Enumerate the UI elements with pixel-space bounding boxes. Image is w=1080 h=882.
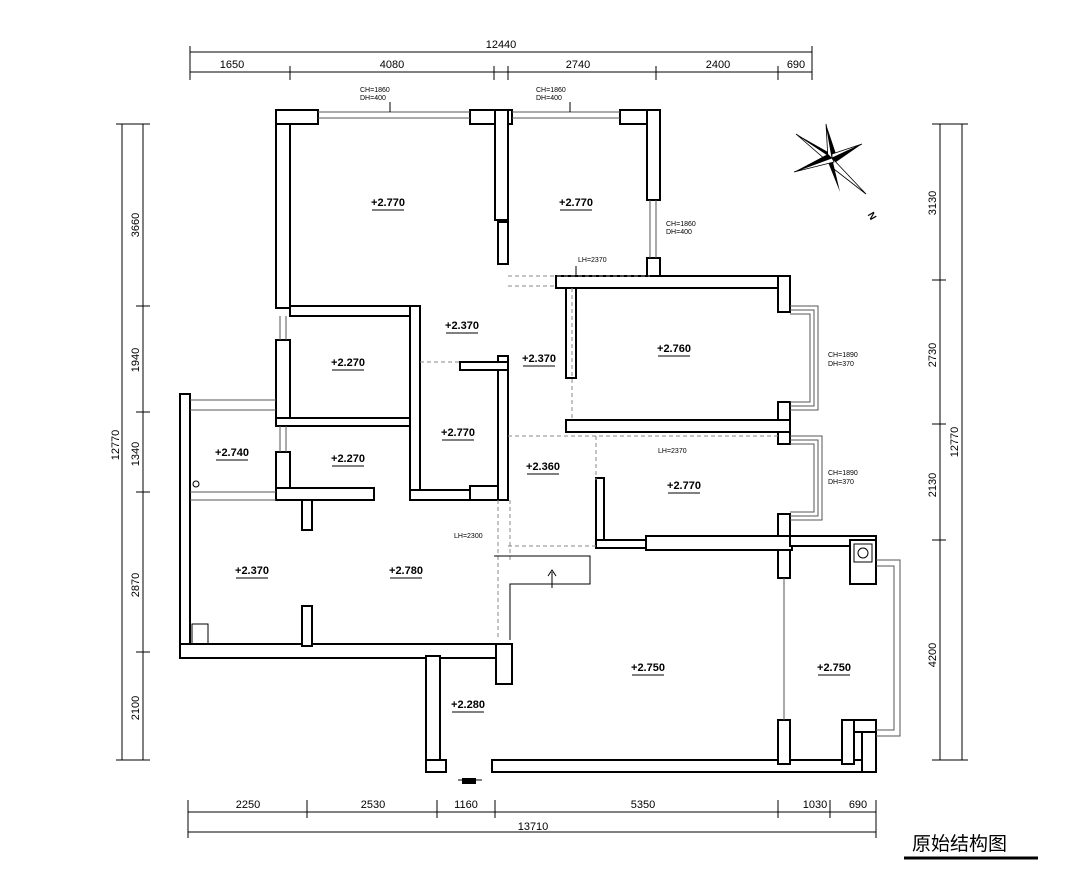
dim-left-2: 1940 [130,348,142,372]
dim-top-2: 4080 [380,59,404,71]
dim-left-5: 2100 [130,696,142,720]
dim-left-total: 12770 [110,430,122,461]
note-bay2-dh: DH=370 [828,479,854,486]
level-kitchen: +2.370 [235,565,269,577]
note-win2-ch: CH=1860 [536,87,566,94]
top-dimensions: 12440 1650 4080 2740 2400 690 [189,39,813,80]
dim-left-4: 2870 [130,573,142,597]
level-dining: +2.780 [389,565,423,577]
note-lh3: LH=2300 [454,533,483,540]
dim-bottom-3: 1160 [454,799,478,811]
note-win1-dh: DH=400 [360,95,386,102]
right-dimensions: 3130 2730 2130 4200 12770 [927,123,968,761]
level-bedroom-n: +2.770 [559,197,593,209]
dim-top-5: 690 [787,59,805,71]
level-bath-1: +2.270 [331,357,365,369]
dim-left-3: 1340 [130,442,142,466]
level-room-east: +2.760 [657,343,691,355]
dim-right-3: 2130 [927,473,939,497]
note-win3-dh: DH=400 [666,229,692,236]
level-balcony-e: +2.750 [817,662,851,674]
beam-lines [420,275,778,640]
dim-top-1: 1650 [220,59,244,71]
level-corridor-b: +2.370 [522,353,556,365]
level-bedroom-nw: +2.770 [371,197,405,209]
dim-right-1: 3130 [927,191,939,215]
fixtures [191,480,873,784]
level-labels: +2.770 +2.770 +2.370 +2.370 +2.760 +2.27… [215,197,851,713]
dim-top-4: 2400 [706,59,730,71]
dim-bottom-5: 1030 [803,799,827,811]
dim-right-2: 2730 [927,343,939,367]
dim-right-total: 12770 [949,427,961,458]
bottom-dimensions: 2250 2530 1160 5350 1030 690 13710 [187,799,877,838]
dim-bottom-6: 690 [849,799,867,811]
note-win3-ch: CH=1860 [666,221,696,228]
dim-top-3: 2740 [566,59,590,71]
note-lh2: LH=2370 [658,448,687,455]
level-room-270: +2.770 [667,480,701,492]
walls [179,109,877,773]
dim-right-4: 4200 [927,643,939,667]
dim-bottom-2: 2530 [361,799,385,811]
compass-label: N [865,211,878,223]
dim-bottom-4: 5350 [631,799,655,811]
dim-bottom-total: 13710 [518,821,549,833]
level-entry: +2.280 [451,699,485,711]
entry-door-icon [462,778,476,784]
note-bay2-ch: CH=1890 [828,470,858,477]
windows [190,111,901,737]
level-corridor-a: +2.370 [445,320,479,332]
note-bay1-ch: CH=1890 [828,352,858,359]
left-dimensions: 3660 1940 1340 2870 2100 12770 [110,123,150,761]
note-win1-ch: CH=1860 [360,87,390,94]
compass-icon: N [793,123,878,223]
note-lh1: LH=2370 [578,257,607,264]
level-living: +2.750 [631,662,665,674]
drawing-title: 原始结构图 [912,833,1007,855]
note-bay1-dh: DH=370 [828,361,854,368]
dim-bottom-1: 2250 [236,799,260,811]
level-hall: +2.360 [526,461,560,473]
dim-top-total: 12440 [486,39,517,51]
note-win2-dh: DH=400 [536,95,562,102]
dim-left-1: 3660 [130,213,142,237]
title-block: 原始结构图 [904,833,1038,860]
annotations: CH=1860 DH=400 CH=1860 DH=400 CH=1860 DH… [360,87,858,540]
level-balcony-w: +2.740 [215,447,249,459]
level-closet: +2.770 [441,427,475,439]
level-bath-2: +2.270 [331,453,365,465]
